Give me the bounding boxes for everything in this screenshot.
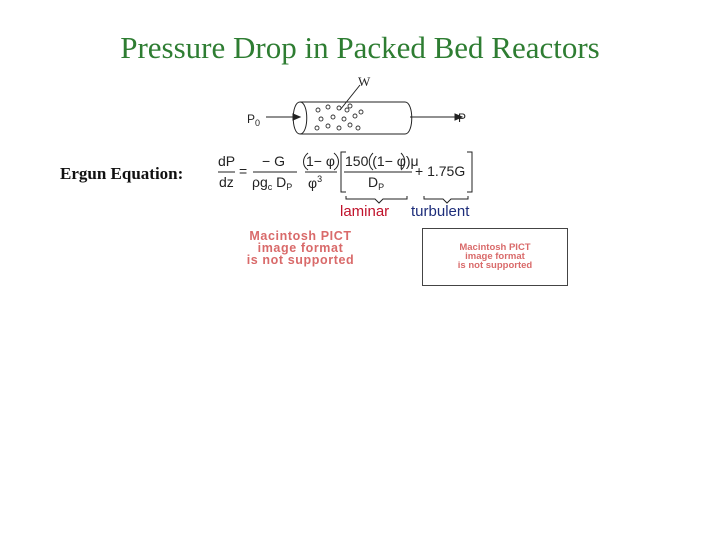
reactor-tube <box>292 101 413 135</box>
term1-denominator: ρgc DP <box>252 174 292 192</box>
turbulent-label: turbulent <box>411 203 470 220</box>
outlet-pressure-label: P <box>458 111 467 125</box>
inlet-pressure-subscript: 0 <box>255 118 261 128</box>
lhs-denominator: dz <box>219 174 234 190</box>
equation-strokes <box>218 151 473 204</box>
term2-den-phi: φ <box>308 175 318 191</box>
laminar-label: laminar <box>340 203 390 220</box>
unsupported-image-placeholder-left: Macintosh PICT image format is not suppo… <box>218 229 383 267</box>
turbulent-term: + 1.75G <box>415 163 466 179</box>
term1-den-d: D <box>272 174 287 190</box>
w-pointer-line <box>339 84 361 111</box>
flow-arrows <box>266 113 464 121</box>
term3-den-sub-p: P <box>378 182 385 192</box>
placeholder-line: Macintosh PICT <box>459 242 531 253</box>
unsupported-image-placeholder-right: Macintosh PICT image format is not suppo… <box>422 228 568 286</box>
inlet-pressure-symbol: P <box>247 112 256 126</box>
term1-den-sub-p: P <box>286 182 293 192</box>
catalyst-particles <box>314 103 364 131</box>
placeholder-line: Macintosh PICT <box>249 229 352 243</box>
lhs-numerator: dP <box>218 153 236 169</box>
placeholder-line: image format <box>257 241 344 255</box>
inlet-pressure-label: P0 <box>247 112 260 128</box>
placeholder-line: is not supported <box>246 253 355 267</box>
weight-label: W <box>358 74 371 89</box>
term3-den-d: D <box>368 174 379 190</box>
placeholder-line: is not supported <box>457 260 533 271</box>
term2-denominator: φ3 <box>308 174 322 191</box>
term1-den-sub-c: c <box>267 182 273 192</box>
term2-den-exponent: 3 <box>317 174 323 184</box>
equals-sign: = <box>239 163 248 179</box>
term1-den-rho-g: ρg <box>252 174 268 190</box>
placeholder-text: Macintosh PICT image format is not suppo… <box>423 242 567 271</box>
term3-numerator: 150 (1− φ)μ <box>345 153 419 169</box>
term3-denominator: DP <box>368 174 384 192</box>
term2-numerator: 1− φ <box>306 153 335 169</box>
placeholder-line: image format <box>465 251 525 262</box>
equation-label: Ergun Equation: <box>60 164 184 183</box>
term1-numerator: − G <box>262 153 285 169</box>
slide-title: Pressure Drop in Packed Bed Reactors <box>120 30 600 65</box>
